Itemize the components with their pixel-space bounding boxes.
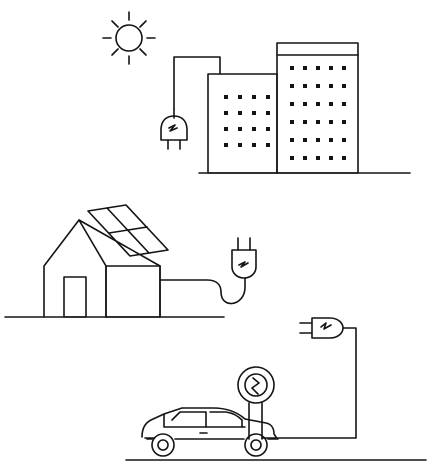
building-window bbox=[342, 120, 346, 124]
building-window bbox=[303, 66, 307, 70]
building-window bbox=[224, 127, 228, 131]
building-window bbox=[342, 102, 346, 106]
building-window bbox=[266, 143, 270, 147]
lightning-bolt-icon bbox=[252, 378, 259, 394]
building-window bbox=[238, 95, 242, 99]
building-window bbox=[342, 138, 346, 142]
building-window bbox=[266, 127, 270, 131]
building-window bbox=[303, 120, 307, 124]
sun-icon bbox=[103, 12, 155, 64]
building-window bbox=[252, 143, 256, 147]
building-window bbox=[303, 156, 307, 160]
building-window bbox=[342, 84, 346, 88]
building-window bbox=[329, 66, 333, 70]
building-window bbox=[224, 95, 228, 99]
car-icon bbox=[126, 408, 426, 460]
building-window bbox=[303, 138, 307, 142]
building-window bbox=[342, 66, 346, 70]
building-window bbox=[252, 111, 256, 115]
building-window bbox=[329, 84, 333, 88]
house-icon bbox=[5, 205, 256, 317]
building-window bbox=[316, 156, 320, 160]
charging-station-icon bbox=[238, 367, 274, 439]
building-window bbox=[329, 156, 333, 160]
building-window bbox=[303, 102, 307, 106]
building-window bbox=[316, 66, 320, 70]
building-window bbox=[252, 127, 256, 131]
building-window bbox=[224, 111, 228, 115]
plug-icon bbox=[232, 238, 256, 278]
building-window bbox=[252, 95, 256, 99]
building-window bbox=[290, 66, 294, 70]
building-window bbox=[238, 111, 242, 115]
building-window bbox=[316, 120, 320, 124]
building-window bbox=[342, 156, 346, 160]
building-window bbox=[316, 138, 320, 142]
building-window bbox=[303, 84, 307, 88]
plug-icon bbox=[161, 109, 187, 149]
building-window bbox=[290, 156, 294, 160]
building-window bbox=[238, 127, 242, 131]
building-window bbox=[329, 102, 333, 106]
office-building-icon bbox=[199, 43, 410, 173]
plug-icon bbox=[300, 318, 343, 338]
building-window bbox=[316, 102, 320, 106]
power-cable-house bbox=[160, 278, 245, 304]
building-window bbox=[290, 84, 294, 88]
building-window bbox=[290, 138, 294, 142]
building-window bbox=[290, 120, 294, 124]
power-cable-car bbox=[262, 328, 356, 438]
building-window bbox=[238, 143, 242, 147]
building-window bbox=[329, 120, 333, 124]
building-window bbox=[290, 102, 294, 106]
power-cable-top bbox=[174, 57, 220, 109]
building-window bbox=[266, 95, 270, 99]
building-window bbox=[224, 143, 228, 147]
building-window bbox=[266, 111, 270, 115]
building-window bbox=[329, 138, 333, 142]
building-window bbox=[316, 84, 320, 88]
